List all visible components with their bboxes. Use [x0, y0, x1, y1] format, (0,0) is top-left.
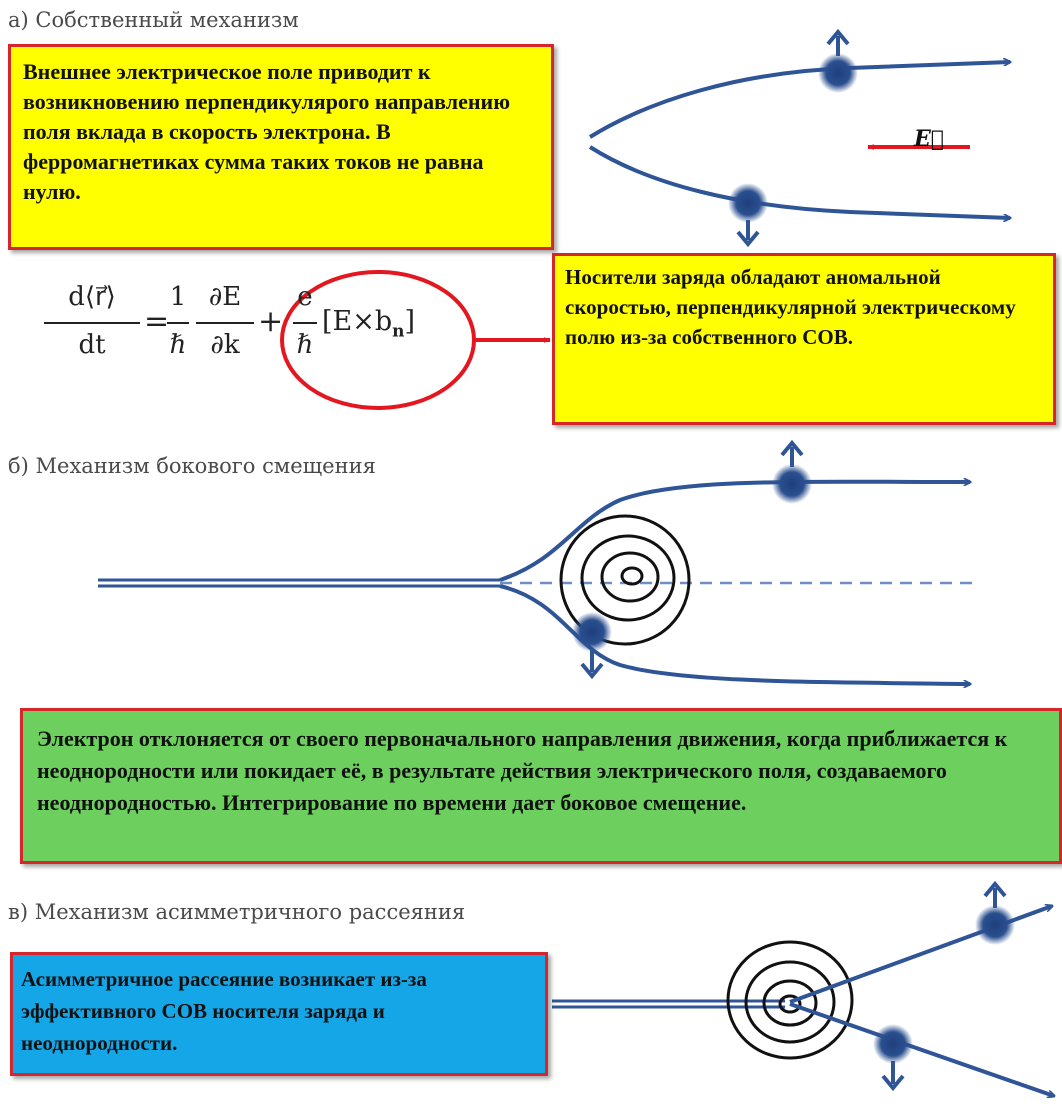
field-label: E⃗: [914, 126, 944, 152]
spin-down-arrow-b: [580, 649, 604, 680]
section-a-trajectories: [588, 28, 1010, 248]
lower-trajectory-b: [499, 584, 970, 684]
scattering-center-b: [559, 514, 691, 646]
section-b-heading: б) Механизм бокового смещения: [8, 454, 376, 478]
section-b-description-box: Электрон отклоняется от своего первонача…: [20, 708, 1062, 864]
electron-upper-c: [975, 905, 1015, 945]
term2-fraction-bar: [196, 322, 254, 324]
term1-denominator: ℏ: [169, 330, 187, 360]
term3-numerator: e: [297, 282, 313, 312]
cross-product-close: ]: [404, 306, 416, 337]
electron-lower: [728, 183, 768, 223]
section-c-trajectories: [552, 880, 1054, 1096]
section-b-trajectories: [98, 439, 975, 684]
spin-down-arrow-c: [881, 1061, 905, 1092]
section-a-description-box: Внешнее электрическое поле приводит к во…: [8, 44, 554, 250]
spin-down-arrow-a: [736, 220, 760, 248]
term2-numerator: ∂E: [208, 282, 242, 312]
lhs-denominator: dt: [78, 330, 106, 360]
lhs-numerator: d⟨r⃗⟩: [68, 282, 116, 312]
term1-numerator: 1: [169, 282, 187, 312]
term2-denominator: ∂k: [210, 330, 240, 360]
lhs-fraction-bar: [44, 322, 140, 324]
term3-fraction-bar: [293, 322, 317, 324]
cross-product-subscript: n: [392, 321, 405, 342]
upper-trajectory-b: [499, 482, 970, 582]
term3-denominator: ℏ: [296, 330, 314, 360]
electron-lower-b: [572, 612, 612, 652]
spin-up-arrow-b: [780, 439, 804, 467]
section-c-heading: в) Механизм асимметричного рассеяния: [8, 900, 466, 924]
spin-up-arrow-a: [826, 28, 850, 56]
electron-upper-b: [772, 464, 812, 504]
lower-trajectory-c: [789, 1002, 1054, 1096]
section-c-description-box: Асимметричное рассеяние возникает из-за …: [10, 952, 548, 1076]
term1-fraction-bar: [167, 322, 189, 324]
equals-sign: =: [144, 304, 170, 339]
electron-lower-c: [873, 1024, 913, 1064]
upper-trajectory: [588, 62, 1010, 139]
cross-product-body: [E×b: [322, 306, 393, 337]
electron-upper: [818, 53, 858, 93]
lower-trajectory: [588, 145, 1010, 218]
scattering-center-c: [726, 940, 854, 1060]
section-a-heading: а) Собственный механизм: [8, 8, 299, 32]
spin-up-arrow-c: [983, 880, 1007, 908]
cross-product: [E×bn]: [322, 306, 415, 341]
anomalous-velocity-callout: Носители заряда обладают аномальной скор…: [552, 253, 1056, 425]
plus-sign: +: [258, 304, 284, 339]
